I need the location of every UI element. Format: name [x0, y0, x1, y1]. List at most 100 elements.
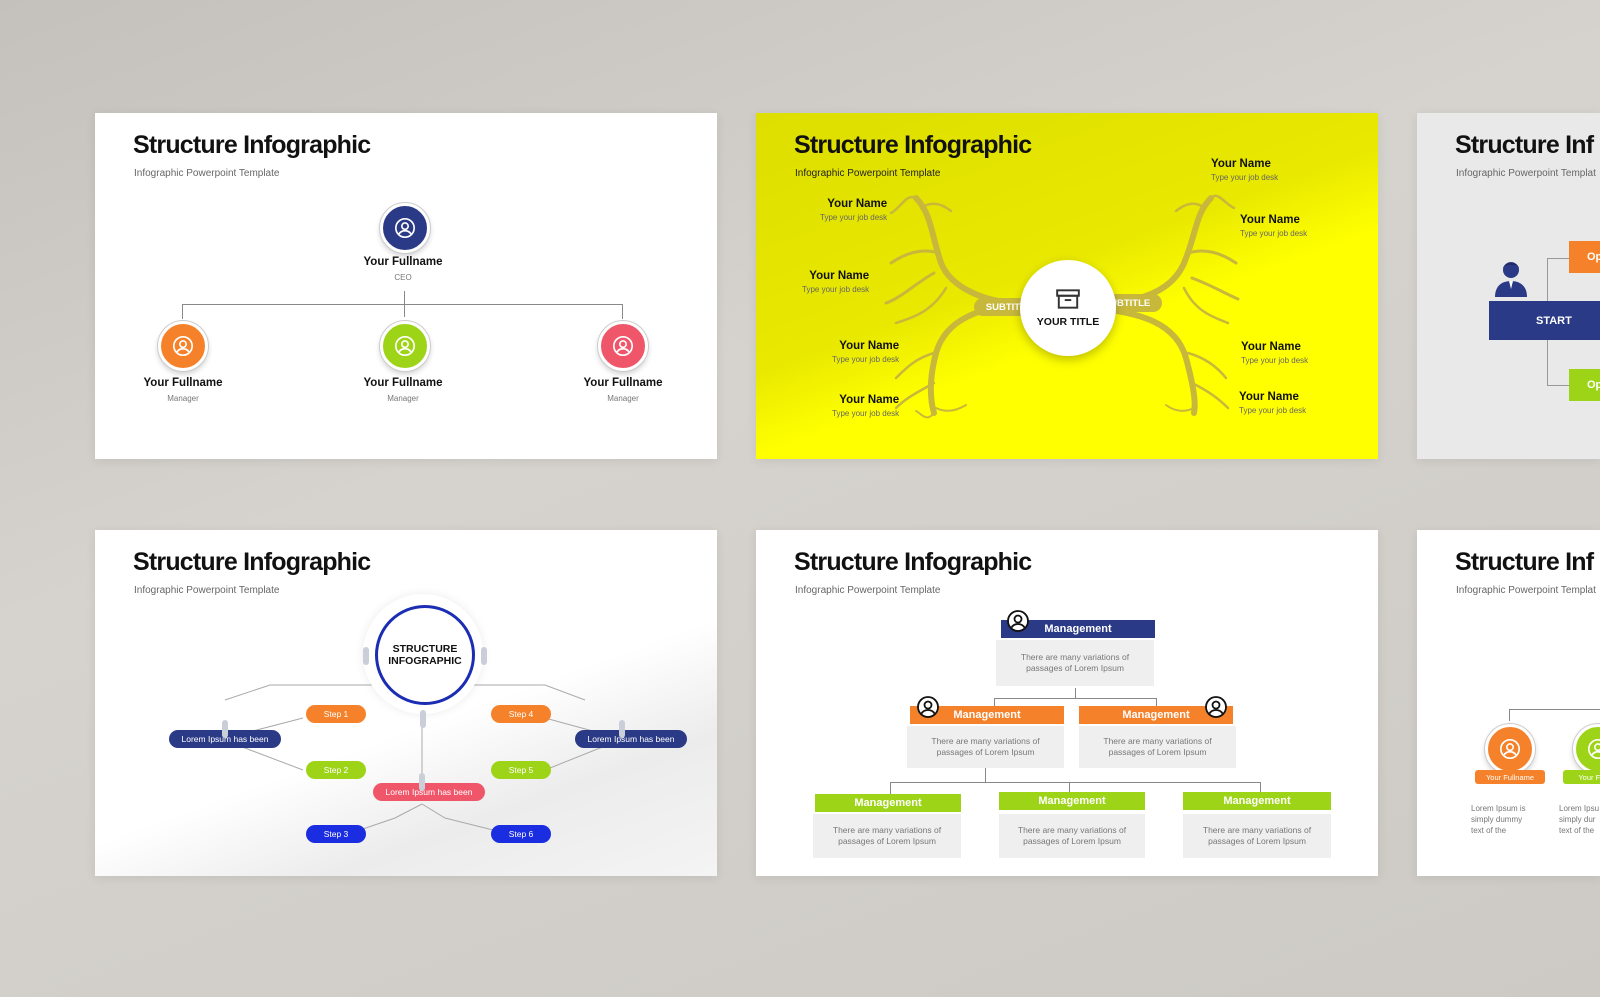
user-icon [395, 218, 415, 238]
management-description-line2: passages of Lorem Ipsum [1208, 836, 1306, 846]
step-pill-6[interactable]: Step 6 [491, 825, 551, 843]
user-icon [1500, 739, 1520, 759]
ceo-role: CEO [394, 273, 412, 282]
knob-marker [481, 647, 487, 665]
management-description: There are many variations of passages of… [1079, 726, 1236, 768]
ceo-name: Your Fullname [363, 256, 443, 268]
management-header[interactable]: Management [999, 792, 1145, 810]
manager-role: Manager [607, 394, 639, 403]
management-header[interactable]: Management [1079, 706, 1233, 724]
manager-name: Your Fullname [363, 377, 443, 389]
user-icon [173, 336, 193, 356]
lorem-right-pill[interactable]: Lorem Ipsum has been [575, 730, 687, 748]
connector [182, 304, 622, 305]
management-description-line1: There are many variations of [1103, 736, 1212, 746]
fullname-circle-b[interactable] [1573, 724, 1600, 774]
start-label: START [1536, 314, 1572, 327]
option-top-box[interactable]: Op [1569, 241, 1600, 273]
knob-marker [222, 720, 228, 738]
center-title-circle[interactable]: YOUR TITLE [1020, 260, 1116, 356]
step-pill-3[interactable]: Step 3 [306, 825, 366, 843]
management-header[interactable]: Management [1183, 792, 1331, 810]
step-pill-5[interactable]: Step 5 [491, 761, 551, 779]
manager-name: Your Fullname [583, 377, 663, 389]
user-icon [613, 336, 633, 356]
management-description-line1: There are many variations of [832, 825, 942, 835]
slide-flow-start-partial[interactable]: Structure Inf Infographic Powerpoint Tem… [1417, 113, 1600, 459]
slide-title: Structure Infographic [794, 131, 1032, 159]
lorem-text-b-line3: text of the [1559, 826, 1595, 835]
management-description: There are many variations of passages of… [907, 726, 1064, 768]
fullname-label-a: Your Fullname [1475, 770, 1545, 784]
slide-subtitle: Infographic Powerpoint Templat [1456, 585, 1596, 596]
person-name: Your Name [1211, 158, 1271, 170]
person-name: Your Name [1239, 391, 1299, 403]
person-name: Your Name [1240, 214, 1300, 226]
fullname-circle-a[interactable] [1485, 724, 1535, 774]
connector [1509, 709, 1510, 721]
manager-name: Your Fullname [143, 377, 223, 389]
connector [182, 304, 183, 319]
slide-title: Structure Infographic [794, 548, 1032, 576]
step-pill-2[interactable]: Step 2 [306, 761, 366, 779]
person-job-desk: Type your job desk [832, 409, 900, 418]
step-pill-1[interactable]: Step 1 [306, 705, 366, 723]
management-header[interactable]: Management [910, 706, 1064, 724]
person-name: Your Name [1241, 341, 1301, 353]
slide-subtitle: Infographic Powerpoint Template [134, 168, 280, 179]
manager-role: Manager [167, 394, 199, 403]
lorem-text-a: Lorem Ipsum is simply dummy text of the [1471, 803, 1526, 836]
person-left-1: Your Name Type your job desk [820, 198, 887, 222]
lorem-text-a-line1: Lorem Ipsum is [1471, 804, 1526, 813]
connector [1156, 698, 1157, 706]
management-header[interactable]: Management [815, 794, 961, 812]
step-pill-4[interactable]: Step 4 [491, 705, 551, 723]
user-icon [1588, 739, 1600, 759]
person-job-desk: Type your job desk [1211, 173, 1279, 182]
hub-circle[interactable]: STRUCTURE INFOGRAPHIC [375, 605, 475, 705]
management-header[interactable]: Management [1001, 620, 1155, 638]
manager-circle-2[interactable] [380, 321, 430, 371]
slide-management-hierarchy[interactable]: Structure Infographic Infographic Powerp… [756, 530, 1378, 876]
person-right-1: Your Name Type your job desk [1211, 158, 1278, 182]
slide-org-chart-circles[interactable]: Structure Infographic Infographic Powerp… [95, 113, 717, 459]
connector [985, 768, 986, 782]
option-bottom-box[interactable]: Op [1569, 369, 1600, 401]
management-description-line1: There are many variations of [1017, 825, 1127, 835]
manager-circle-1[interactable] [158, 321, 208, 371]
management-description: There are many variations of passages of… [999, 814, 1145, 858]
lorem-text-b: Lorem Ipsu simply dur text of the [1559, 803, 1599, 836]
connector [994, 698, 995, 706]
person-left-3: Your Name Type your job desk [832, 340, 899, 364]
user-icon [395, 336, 415, 356]
user-icon [1007, 610, 1029, 632]
person-job-desk: Type your job desk [820, 213, 888, 222]
person-job-desk: Type your job desk [1240, 229, 1308, 238]
slide-subtitle: Infographic Powerpoint Template [795, 168, 941, 179]
slide-org-partial[interactable]: Structure Inf Infographic Powerpoint Tem… [1417, 530, 1600, 876]
slide-tree-mindmap[interactable]: Structure Infographic Infographic Powerp… [756, 113, 1378, 459]
connector [1547, 258, 1572, 259]
option-bottom-label: Op [1587, 379, 1600, 391]
manager-circle-3[interactable] [598, 321, 648, 371]
management-description-line1: There are many variations of [931, 736, 1040, 746]
person-name: Your Name [827, 198, 888, 210]
connector [890, 782, 1260, 783]
start-box[interactable]: START [1489, 301, 1600, 340]
lorem-text-b-line2: simply dur [1559, 815, 1596, 824]
lorem-bottom-pill[interactable]: Lorem Ipsum has been [373, 783, 485, 801]
slide-structure-hub[interactable]: Structure Infographic Infographic Powerp… [95, 530, 717, 876]
center-title: YOUR TITLE [1036, 316, 1100, 328]
knob-marker [619, 720, 625, 738]
lorem-text-a-line3: text of the [1471, 826, 1507, 835]
connector [994, 698, 1156, 699]
slide-subtitle: Infographic Powerpoint Templat [1456, 168, 1596, 179]
person-job-desk: Type your job desk [1241, 356, 1309, 365]
lorem-left-pill[interactable]: Lorem Ipsum has been [169, 730, 281, 748]
ceo-circle[interactable] [380, 203, 430, 253]
person-right-2: Your Name Type your job desk [1240, 214, 1307, 238]
person-name: Your Name [839, 340, 900, 352]
person-job-desk: Type your job desk [832, 355, 900, 364]
option-top-label: Op [1587, 251, 1600, 263]
slide-title: Structure Inf [1455, 548, 1594, 576]
